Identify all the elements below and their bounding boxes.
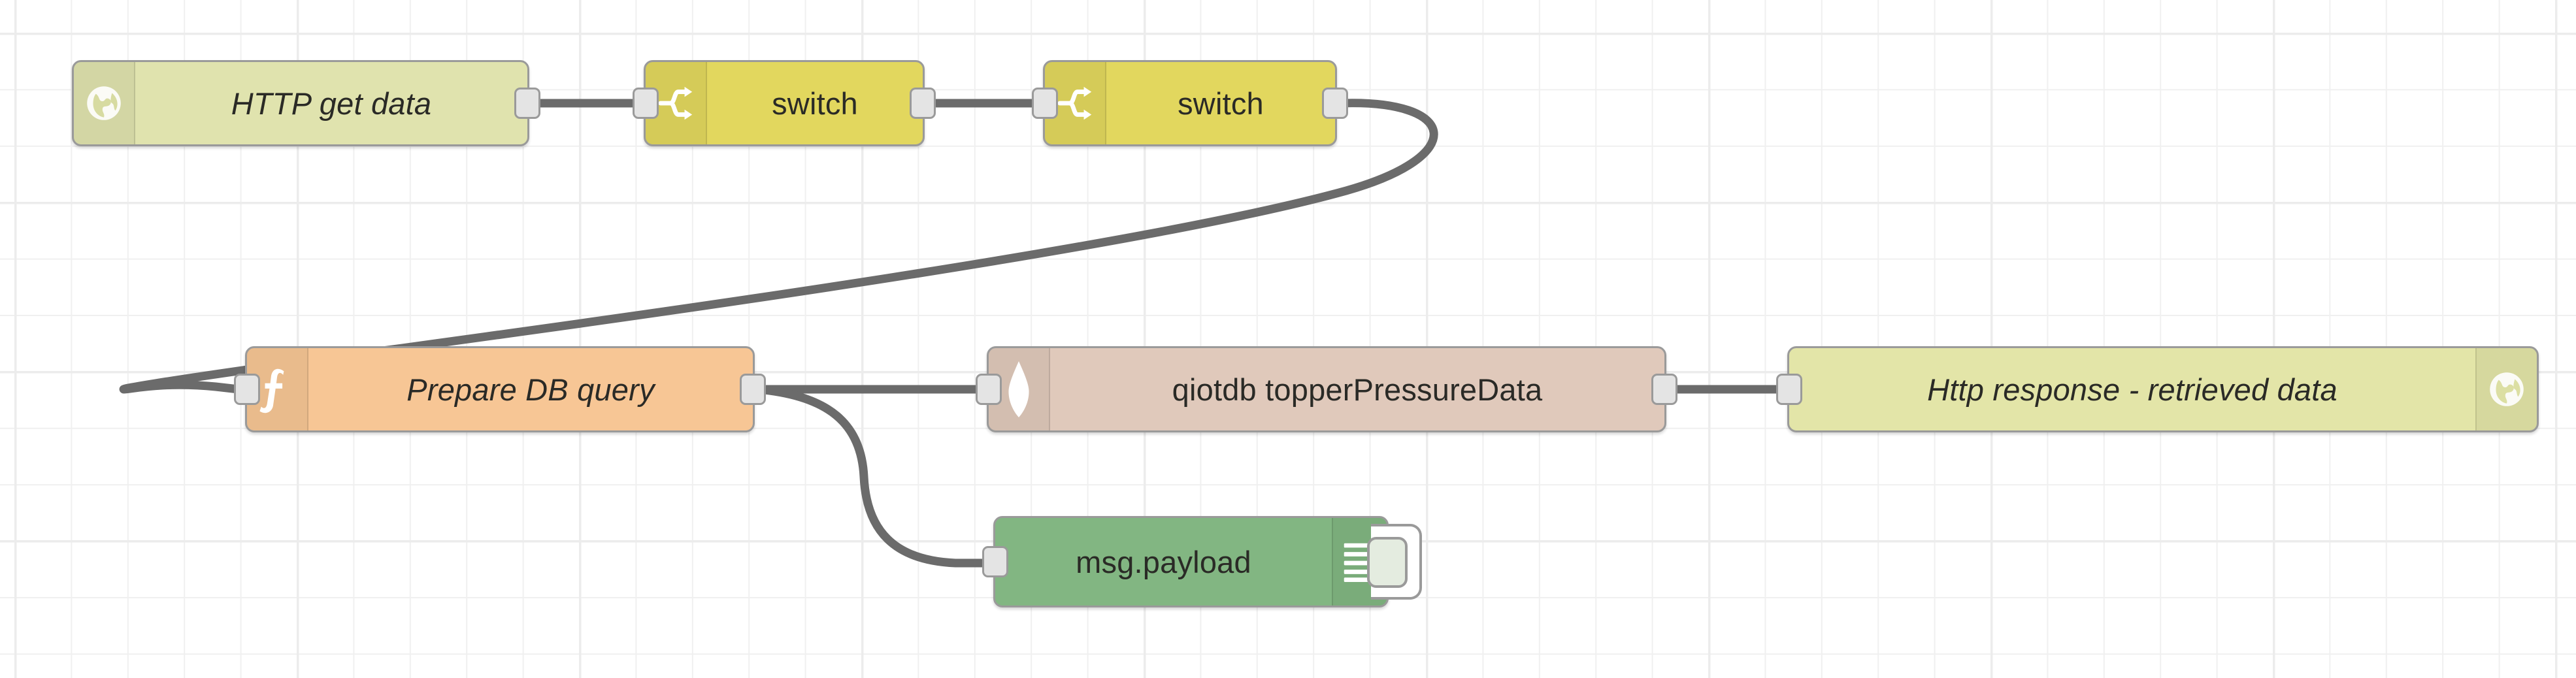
debug-toggle-indicator xyxy=(1367,537,1408,588)
input-port[interactable] xyxy=(633,88,659,119)
node-qiotdb-topperpressuredata[interactable]: qiotdb topperPressureData xyxy=(976,346,1677,432)
output-port[interactable] xyxy=(740,374,766,405)
output-port[interactable] xyxy=(1651,374,1677,405)
globe-icon xyxy=(74,62,135,144)
node-label: qiotdb topperPressureData xyxy=(1172,372,1543,407)
node-label: Http response - retrieved data xyxy=(1927,372,2337,407)
input-port[interactable] xyxy=(234,374,260,405)
output-port[interactable] xyxy=(1322,88,1348,119)
node-switch-2[interactable]: switch xyxy=(1032,60,1348,146)
debug-enable-toggle[interactable] xyxy=(1367,524,1422,600)
node-msg-payload-debug[interactable]: msg.payload xyxy=(982,516,1422,607)
input-port[interactable] xyxy=(1776,374,1802,405)
input-port[interactable] xyxy=(1032,88,1058,119)
input-port[interactable] xyxy=(982,546,1008,577)
node-label: HTTP get data xyxy=(231,86,432,121)
globe-icon xyxy=(2475,348,2537,430)
output-port[interactable] xyxy=(514,88,540,119)
node-label: switch xyxy=(1178,86,1264,121)
switch-fork-icon xyxy=(646,62,707,144)
node-switch-1[interactable]: switch xyxy=(633,60,936,146)
wire-function-to-debug xyxy=(753,385,993,568)
node-prepare-db-query[interactable]: Prepare DB query xyxy=(234,346,766,432)
node-http-response-retrieved-data[interactable]: Http response - retrieved data xyxy=(1776,346,2539,432)
node-label: switch xyxy=(772,86,858,121)
node-label: Prepare DB query xyxy=(406,372,655,407)
output-port[interactable] xyxy=(910,88,936,119)
input-port[interactable] xyxy=(976,374,1002,405)
node-http-get-data[interactable]: HTTP get data xyxy=(72,60,540,146)
node-label: msg.payload xyxy=(1076,544,1251,579)
